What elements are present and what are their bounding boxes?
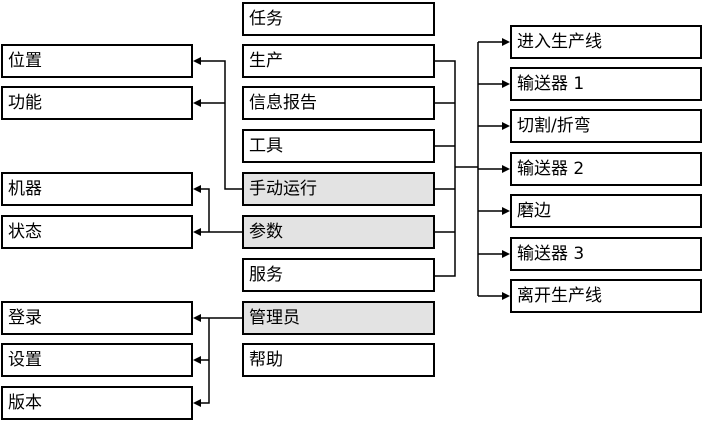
stage-cut-bend: 切割/折弯 bbox=[510, 109, 702, 143]
box-settings: 设置 bbox=[1, 343, 193, 377]
stage-line-entry: 进入生产线 bbox=[510, 25, 702, 59]
box-position: 位置 bbox=[1, 44, 193, 78]
menu-info-report: 信息报告 bbox=[242, 86, 435, 120]
menu-tasks: 任务 bbox=[242, 2, 435, 36]
box-version: 版本 bbox=[1, 386, 193, 420]
stage-conveyor-3: 输送器 3 bbox=[510, 237, 702, 271]
box-login: 登录 bbox=[1, 301, 193, 335]
menu-manual-run: 手动运行 bbox=[242, 172, 435, 206]
menu-admin: 管理员 bbox=[242, 301, 435, 335]
menu-service: 服务 bbox=[242, 258, 435, 292]
box-function: 功能 bbox=[1, 86, 193, 120]
menu-parameters: 参数 bbox=[242, 215, 435, 249]
menu-production: 生产 bbox=[242, 44, 435, 78]
stage-edging: 磨边 bbox=[510, 194, 702, 228]
stage-line-exit: 离开生产线 bbox=[510, 279, 702, 313]
stage-conveyor-1: 输送器 1 bbox=[510, 67, 702, 101]
menu-help: 帮助 bbox=[242, 343, 435, 377]
box-status: 状态 bbox=[1, 215, 193, 249]
box-machine: 机器 bbox=[1, 172, 193, 206]
menu-tools: 工具 bbox=[242, 129, 435, 163]
stage-conveyor-2: 输送器 2 bbox=[510, 152, 702, 186]
